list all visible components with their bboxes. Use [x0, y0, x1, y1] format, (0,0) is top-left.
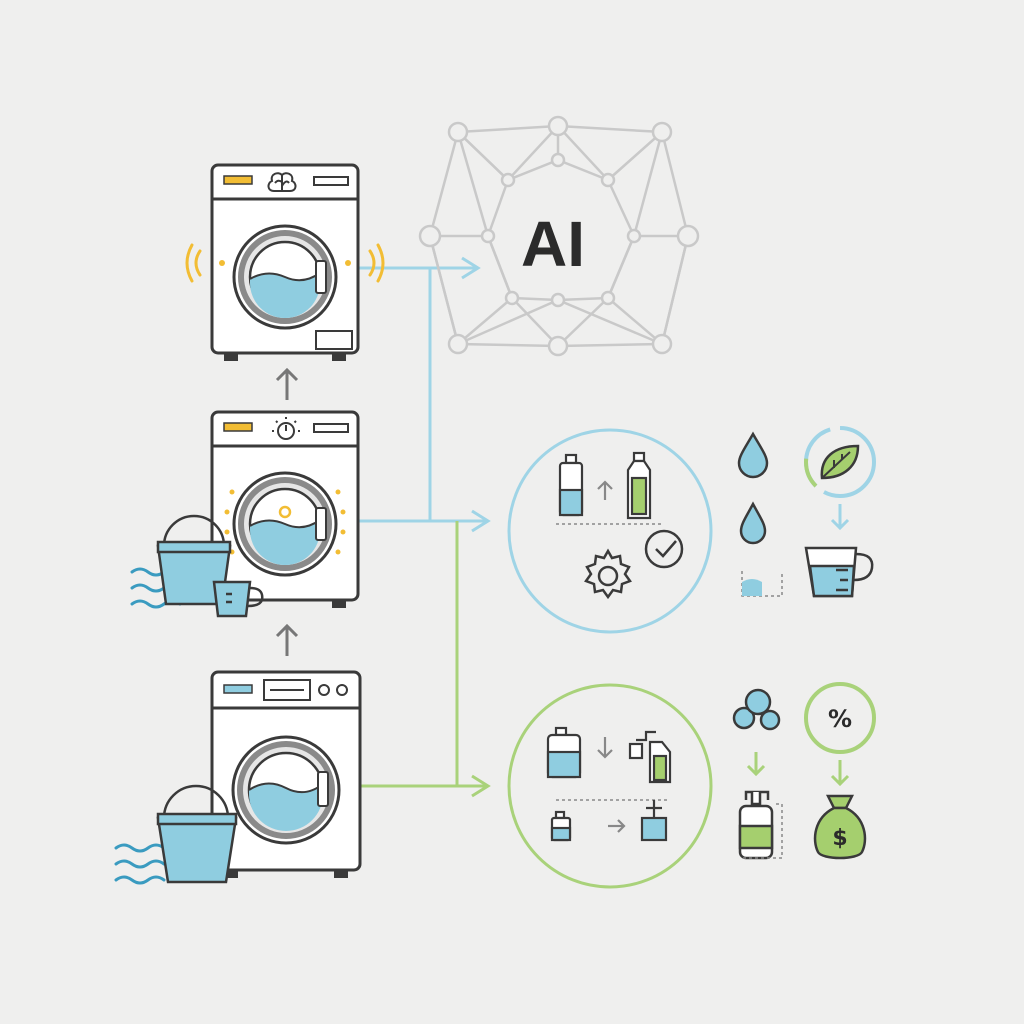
small-bottle-icon: [558, 453, 584, 517]
soap-bubbles-icon: [732, 688, 781, 731]
control-knob: [336, 684, 348, 696]
dollar-symbol: $: [832, 826, 847, 851]
display-panel: [313, 176, 349, 186]
measuring-jug-icon: [804, 546, 874, 598]
large-bottle-icon: [626, 451, 652, 520]
cost-savings-panel: [507, 683, 713, 889]
down-arrow-icon: [830, 504, 850, 531]
arrow-head-to-ai: [461, 256, 481, 280]
water-waves-icon: [114, 843, 166, 885]
smart-washer: [185, 165, 385, 361]
down-arrow-icon: [746, 752, 766, 777]
up-arrow-upper: [275, 367, 299, 400]
display-panel: [313, 423, 349, 433]
standard-washer: [210, 670, 362, 878]
right-arrow-icon: [608, 819, 626, 833]
down-arrow-icon: [597, 737, 613, 759]
ai-label: AI: [521, 208, 585, 280]
network-nodes: [418, 115, 700, 357]
dial-icon: [272, 417, 300, 440]
detergent-drawer: [315, 330, 353, 350]
connectors: [275, 256, 491, 798]
status-indicator: [223, 422, 253, 432]
checkmark-icon: [644, 529, 684, 569]
water-drop-small-icon: [739, 501, 767, 545]
arrow-head-to-savings: [471, 774, 491, 798]
sensor-dots: [224, 489, 346, 555]
measuring-cup-icon: [212, 580, 264, 618]
status-indicator: [223, 175, 253, 185]
soap-dispenser-icon: [738, 790, 783, 860]
add-container-icon: [640, 800, 668, 842]
vibration-sensor-right-icon: [345, 243, 385, 283]
money-bag-icon: $: [813, 794, 867, 860]
eco-leaf-icon: [804, 426, 876, 498]
bucket-icon: [156, 514, 232, 606]
display-panel: [263, 679, 311, 701]
gear-icon: [584, 548, 632, 600]
percent-badge-icon: %: [804, 682, 876, 754]
up-arrow-icon: [597, 480, 613, 500]
vibration-sensor-left-icon: [185, 243, 225, 283]
small-container-icon: [550, 810, 572, 842]
ai-network-hub: AI: [418, 115, 700, 357]
arrow-head-to-optimize: [471, 509, 491, 533]
status-indicator: [223, 684, 253, 694]
detergent-optimization-panel: [507, 428, 713, 634]
up-arrow-lower: [275, 623, 299, 656]
percent-symbol: %: [828, 705, 852, 733]
water-level-icon: [741, 571, 783, 597]
detergent-container-icon: [546, 726, 582, 779]
water-drop-large-icon: [737, 431, 769, 479]
brain-icon: [267, 172, 297, 192]
dispenser-bottle-icon: [628, 730, 672, 784]
sensor-washer: [212, 412, 358, 608]
down-arrow-icon: [830, 760, 850, 787]
bucket-icon: [156, 784, 238, 884]
control-knob: [318, 684, 330, 696]
